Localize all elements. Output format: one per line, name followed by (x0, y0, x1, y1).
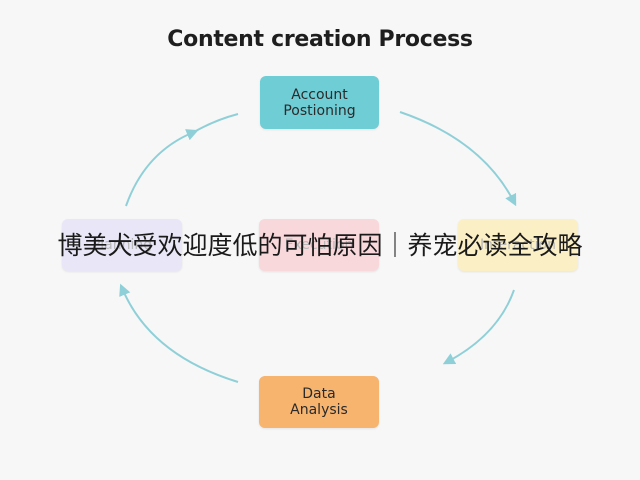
step-execution: Execution (259, 219, 379, 271)
step-planning-label: Planning (91, 237, 153, 253)
step-account-line2: Postioning (283, 102, 356, 119)
step-interaction-label: Interaction (480, 237, 556, 253)
step-planning: Planning (62, 219, 182, 271)
arrow-planning-tail (193, 113, 239, 133)
step-interaction: Interaction (458, 219, 578, 271)
step-account-line1: Account (291, 86, 348, 103)
overlay-caption: 博美犬受欢迎度低的可怕原因｜养宠必读全攻略 (57, 231, 583, 260)
step-account-positioning: Account Postioning (260, 76, 379, 129)
arrow-data-to-planning (119, 283, 239, 383)
step-data-line2: Analysis (290, 402, 348, 418)
step-execution-label: Execution (284, 237, 354, 253)
step-data-analysis: Data Analysis (259, 376, 379, 428)
step-data-line1: Data (302, 386, 336, 402)
arrow-planning-to-account (125, 129, 199, 207)
arrow-interaction-to-data (442, 289, 515, 365)
diagram-title: Content creation Process (167, 27, 473, 52)
arrow-account-to-interaction (399, 111, 517, 207)
